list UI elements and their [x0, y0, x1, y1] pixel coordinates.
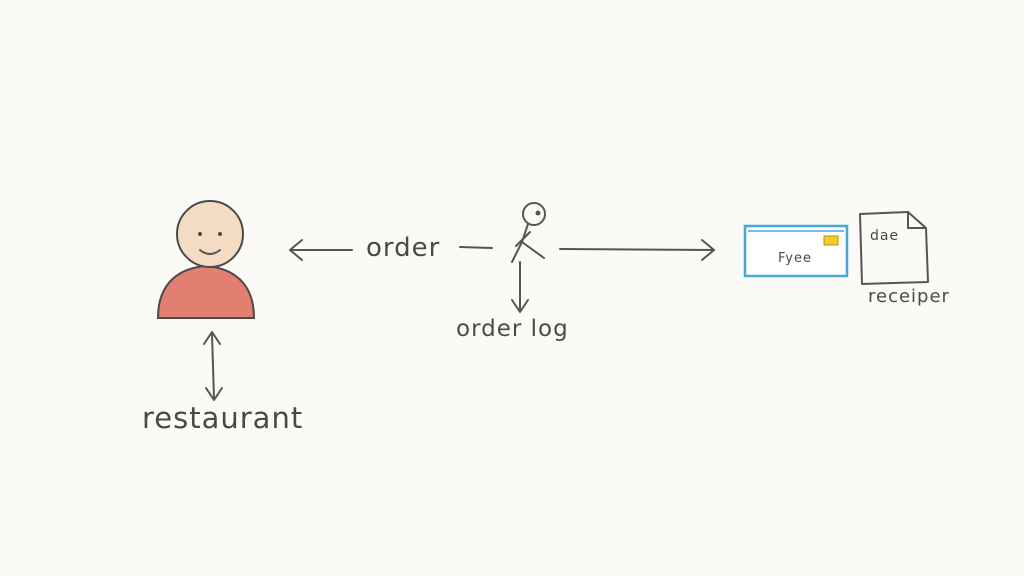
customer-body	[156, 264, 256, 319]
order-label: order	[366, 233, 440, 263]
payment-arrow-right	[559, 239, 715, 261]
customer-restaurant-arrow	[203, 331, 223, 401]
restaurant-label: restaurant	[142, 401, 303, 435]
customer-figure	[156, 200, 256, 319]
customer-eye-right	[218, 232, 222, 236]
customer-head	[176, 200, 244, 268]
order-log-label: order log	[456, 316, 569, 342]
order-log-arrow	[511, 261, 529, 313]
order-arrow-left	[289, 239, 493, 261]
customer-smile	[199, 249, 221, 255]
customer-eye-left	[198, 232, 202, 236]
courier-stick-figure	[511, 202, 546, 263]
receipt-document: dae	[859, 211, 929, 285]
card-text: Fyee	[778, 251, 812, 266]
receipt-label: receiper	[868, 286, 950, 307]
payment-card: Fyee	[743, 224, 849, 278]
card-chip	[823, 235, 839, 246]
receipt-title: dae	[870, 228, 899, 244]
